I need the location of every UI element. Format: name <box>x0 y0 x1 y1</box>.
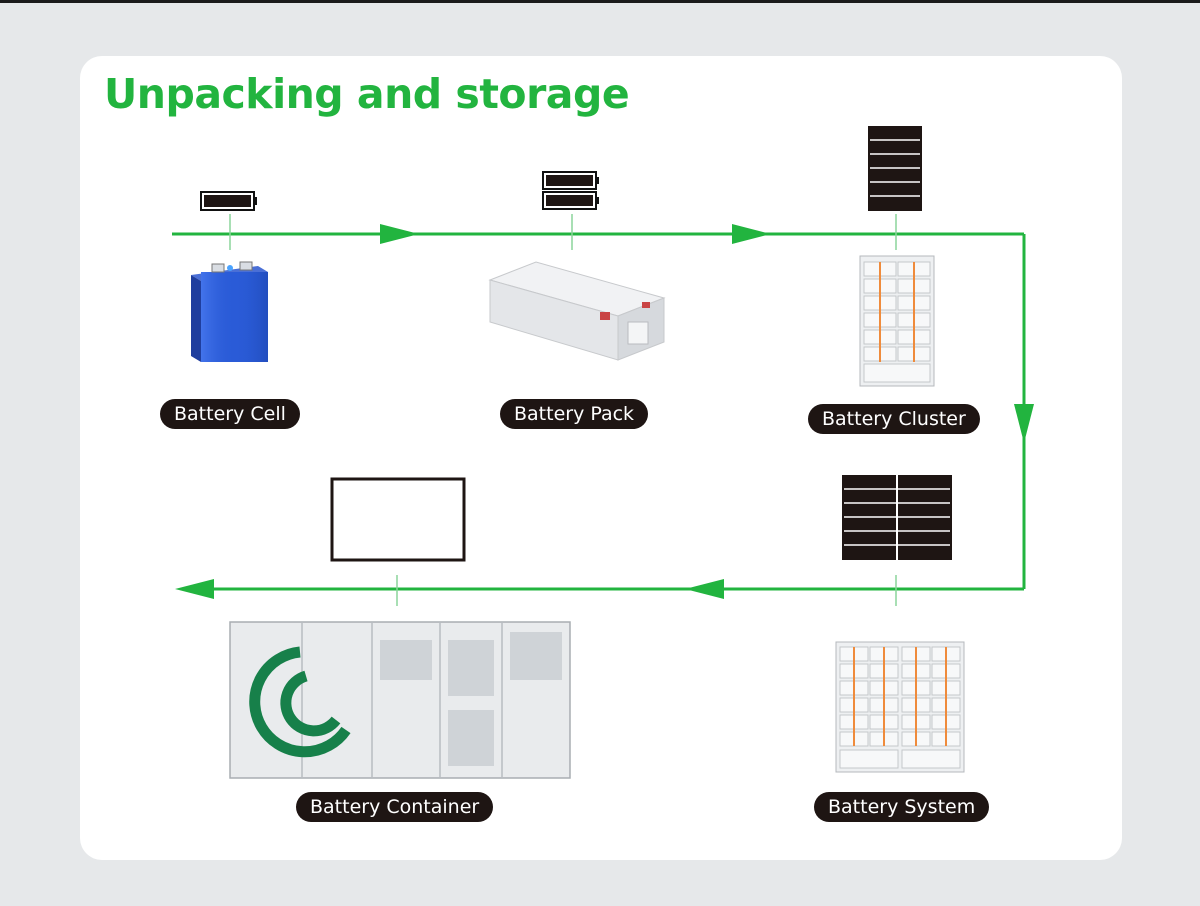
battery-pack-image <box>488 261 666 361</box>
label-battery-system: Battery System <box>814 792 990 822</box>
battery-container-image <box>229 621 571 779</box>
battery-system-image <box>835 641 965 773</box>
label-battery-container: Battery Container <box>296 792 494 822</box>
single-battery-icon <box>200 191 257 211</box>
swirl-logo-icon <box>249 646 351 758</box>
battery-cluster-image <box>859 255 935 387</box>
arrow-left-icon <box>175 579 214 599</box>
top-border <box>0 0 1200 3</box>
label-battery-cell: Battery Cell <box>160 399 300 429</box>
connector-lines <box>229 214 897 606</box>
double-battery-rack-icon <box>842 475 952 560</box>
page-title: Unpacking and storage <box>104 70 630 118</box>
label-battery-pack: Battery Pack <box>500 399 649 429</box>
label-battery-cluster: Battery Cluster <box>808 404 980 434</box>
arrow-down-icon <box>1014 404 1034 443</box>
container-outline-icon <box>330 477 466 562</box>
battery-rack-icon <box>868 126 922 211</box>
battery-cell-image <box>191 261 268 362</box>
arrow-left-icon <box>685 579 724 599</box>
double-battery-icon <box>542 171 599 210</box>
arrow-right-icon <box>732 224 771 244</box>
arrow-right-icon <box>380 224 419 244</box>
